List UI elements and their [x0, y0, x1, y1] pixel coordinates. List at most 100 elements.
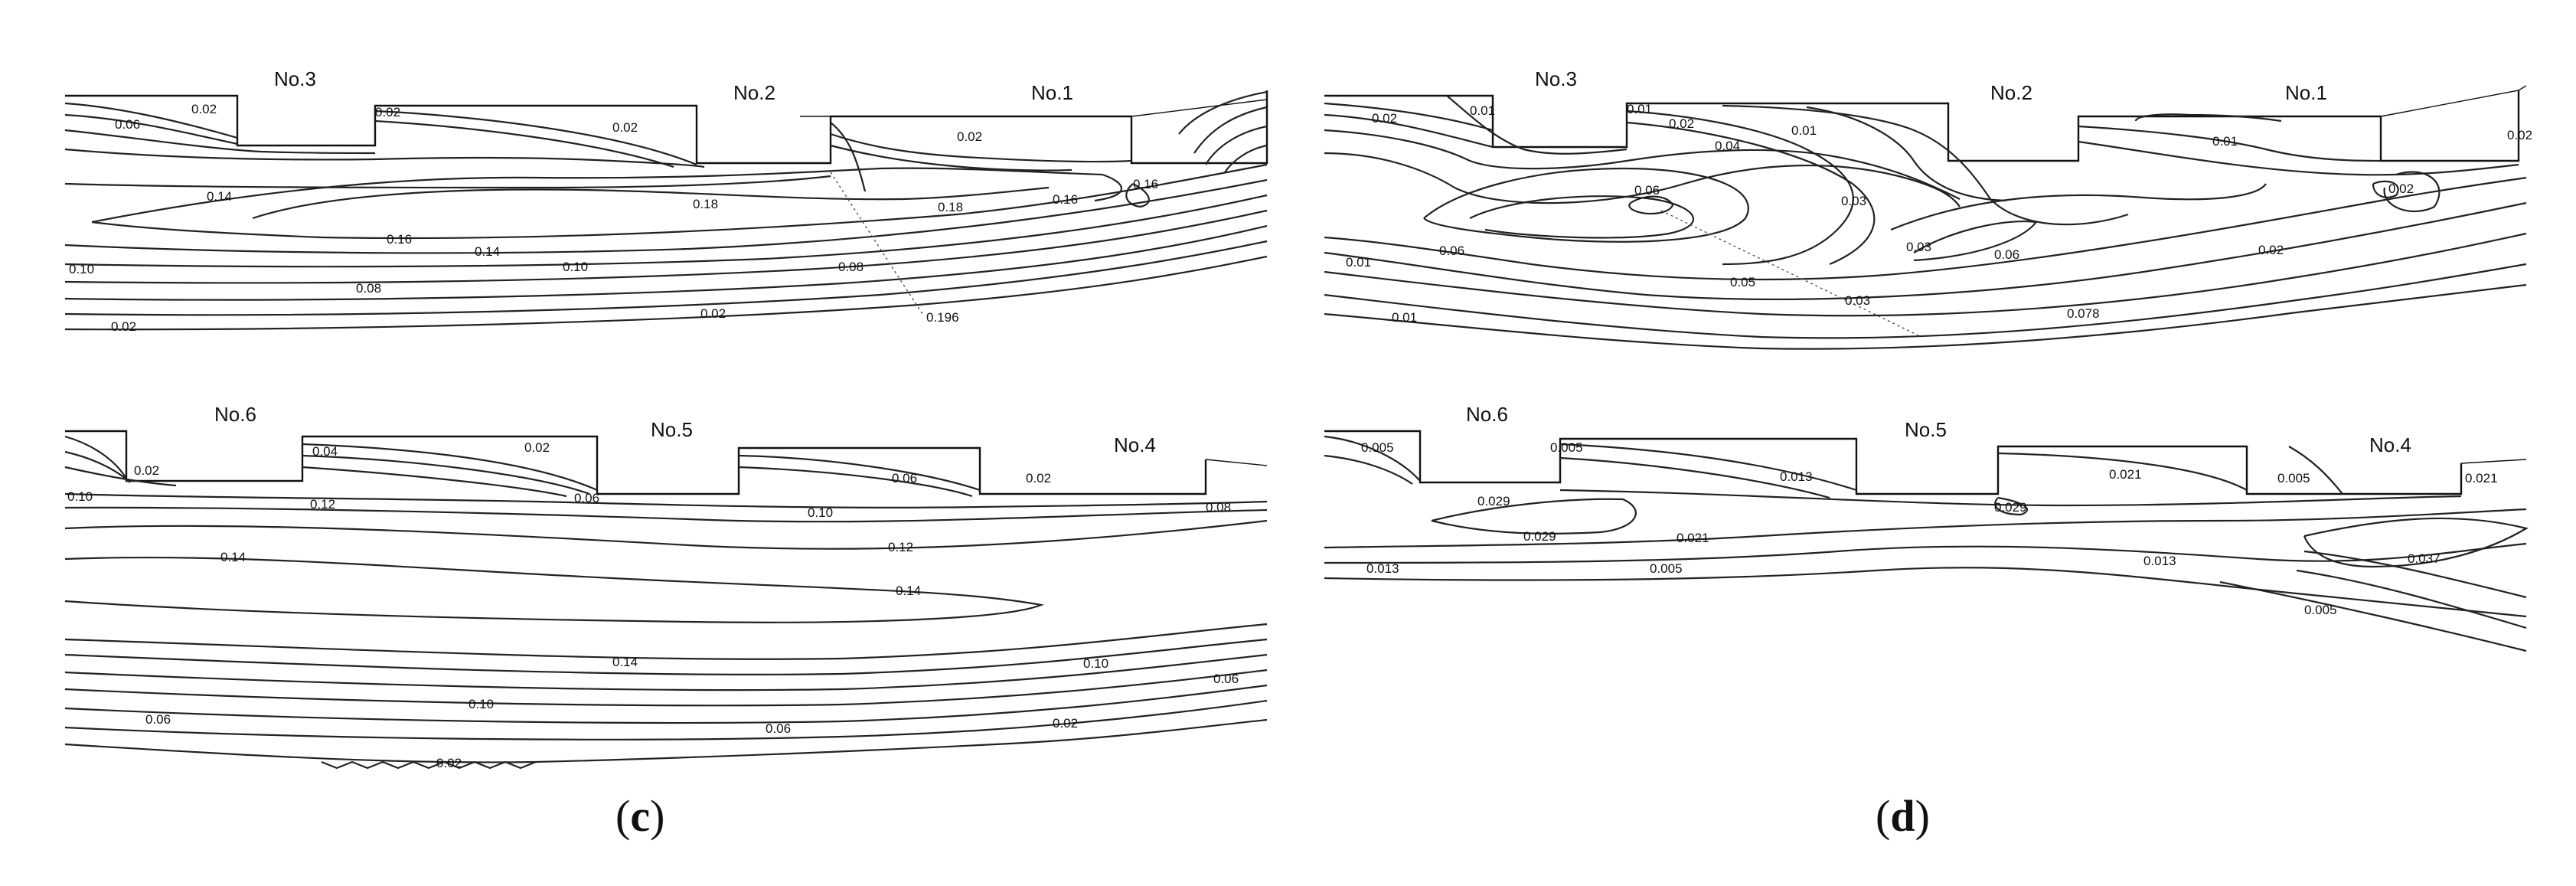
contour-label: 0.02 — [436, 756, 462, 770]
c-bottom-contour — [738, 454, 981, 492]
c-top-contour — [64, 148, 705, 168]
c-top-contour — [374, 110, 697, 166]
contour-label: 0.078 — [2067, 306, 2100, 321]
contour-label: 0.16 — [1053, 192, 1078, 207]
panel-d-bottom: No.6 No.5 No.4 0.005 0.005 0.013 0.021 0… — [1324, 403, 2529, 652]
contour-label: 0.02 — [111, 319, 136, 334]
d-top-contour — [1324, 232, 2527, 317]
d-top-contour — [1324, 113, 1494, 149]
c-top-riverbank — [1131, 90, 1268, 117]
site-label: No.3 — [1535, 67, 1577, 90]
contour-label: 0.02 — [191, 102, 217, 116]
c-bottom-contour — [64, 684, 1268, 724]
site-label: No.4 — [2369, 433, 2411, 456]
contour-label: 0.06 — [1439, 244, 1464, 258]
c-bottom-riverbank — [1205, 459, 1268, 466]
site-label: No.1 — [1031, 81, 1073, 104]
d-bottom-contour — [1559, 489, 2462, 507]
site-label: No.4 — [1114, 433, 1156, 456]
contour-label: 0.16 — [1133, 177, 1158, 191]
contour-label: 0.06 — [892, 471, 917, 486]
c-bottom-boundary — [65, 430, 1207, 495]
contour-label: 0.01 — [1346, 255, 1371, 270]
d-top-contour — [1890, 183, 2267, 231]
c-top-contour — [830, 132, 1132, 163]
contour-label: 0.01 — [1791, 123, 1817, 138]
contour-label: 0.10 — [1083, 656, 1108, 671]
d-bottom-contour — [2288, 446, 2343, 495]
c-bottom-contour — [64, 638, 1268, 675]
site-label: No.1 — [2285, 81, 2327, 104]
contour-label: 0.01 — [1627, 102, 1652, 116]
contour-label: 0.013 — [2143, 554, 2176, 568]
contour-label: 0.02 — [2388, 181, 2414, 196]
d-top-contour — [2134, 113, 2282, 123]
contour-label: 0.196 — [926, 310, 959, 325]
contour-label: 0.06 — [1213, 672, 1239, 686]
d-bottom-contour — [2303, 550, 2527, 599]
c-bottom-contour — [64, 492, 1268, 509]
d-bottom-contour — [1324, 508, 2527, 549]
d-bottom-contour — [1559, 443, 1857, 492]
d-top-contour — [2372, 180, 2399, 198]
c-bottom-contour — [302, 466, 567, 498]
caption-c: (c) — [615, 791, 665, 841]
contour-label: 0.10 — [469, 697, 494, 711]
contour-label: 0.16 — [387, 232, 412, 247]
panel-c-top: No.3 No.2 No.1 0.02 0.06 0.02 0.02 0.02 … — [64, 67, 1268, 334]
contour-label: 0.06 — [145, 712, 171, 727]
c-bottom-contour — [64, 718, 1268, 763]
d-top-contour — [2383, 171, 2441, 213]
panel-c-bottom: No.6 No.5 No.4 0.02 0.04 0.02 0.06 0.06 … — [64, 403, 1268, 770]
c-top-contour — [64, 113, 238, 145]
d-top-contour — [1626, 121, 1876, 266]
c-top-contour — [64, 209, 1268, 284]
d-bottom-contour — [1559, 456, 1830, 499]
c-bottom-contour — [738, 466, 973, 498]
contour-label: 0.01 — [2212, 134, 2238, 149]
c-bottom-contour — [64, 506, 1268, 523]
d-top-contour — [1324, 129, 1961, 200]
contour-label: 0.04 — [1715, 139, 1740, 153]
c-bottom-contour — [302, 443, 598, 492]
contour-label: 0.029 — [1994, 500, 2027, 515]
contour-label: 0.029 — [1477, 494, 1510, 508]
contour-label: 0.14 — [207, 189, 232, 204]
d-top-contour — [1324, 152, 1961, 208]
contour-label: 0.01 — [1392, 310, 1417, 325]
contour-label: 0.14 — [220, 550, 246, 564]
c-bottom-contour — [64, 653, 1268, 691]
contour-label: 0.14 — [612, 655, 638, 669]
contour-label: 0.08 — [1206, 500, 1231, 515]
contour-label: 0.02 — [2258, 243, 2284, 257]
d-top-contour — [1626, 110, 1854, 266]
panel-d-top: No.3 No.2 No.1 0.02 0.01 0.01 0.02 0.01 … — [1324, 67, 2532, 350]
c-top-contour — [830, 122, 867, 192]
contour-label: 0.02 — [134, 463, 159, 478]
d-top-riverbank — [2380, 85, 2527, 117]
contour-label: 0.10 — [69, 262, 94, 276]
site-label: No.3 — [274, 67, 316, 90]
c-top-boundary — [65, 90, 1268, 165]
site-label: No.2 — [733, 81, 775, 104]
d-bottom-contour — [1997, 452, 2248, 491]
d-top-contour — [1628, 195, 1674, 215]
d-top-contour — [1324, 283, 2527, 350]
contour-label: 0.021 — [2465, 471, 2498, 486]
contour-label: 0.02 — [2507, 128, 2532, 142]
contour-label: 0.12 — [310, 497, 335, 512]
contour-label: 0.06 — [1994, 247, 2019, 262]
c-top-contour — [252, 186, 1050, 220]
contour-label: 0.12 — [888, 540, 913, 554]
contour-label: 0.05 — [1730, 275, 1755, 289]
contour-label: 0.005 — [1650, 561, 1683, 576]
contour-label: 0.14 — [896, 584, 921, 598]
contour-label: 0.08 — [356, 281, 381, 296]
d-top-contour — [2078, 125, 2382, 162]
contour-label: 0.021 — [1677, 531, 1709, 545]
d-top-contour — [1423, 167, 1749, 243]
d-bottom-contour — [1324, 567, 2527, 618]
contour-label: 0.04 — [312, 444, 338, 459]
d-bottom-contour — [2303, 517, 2529, 568]
